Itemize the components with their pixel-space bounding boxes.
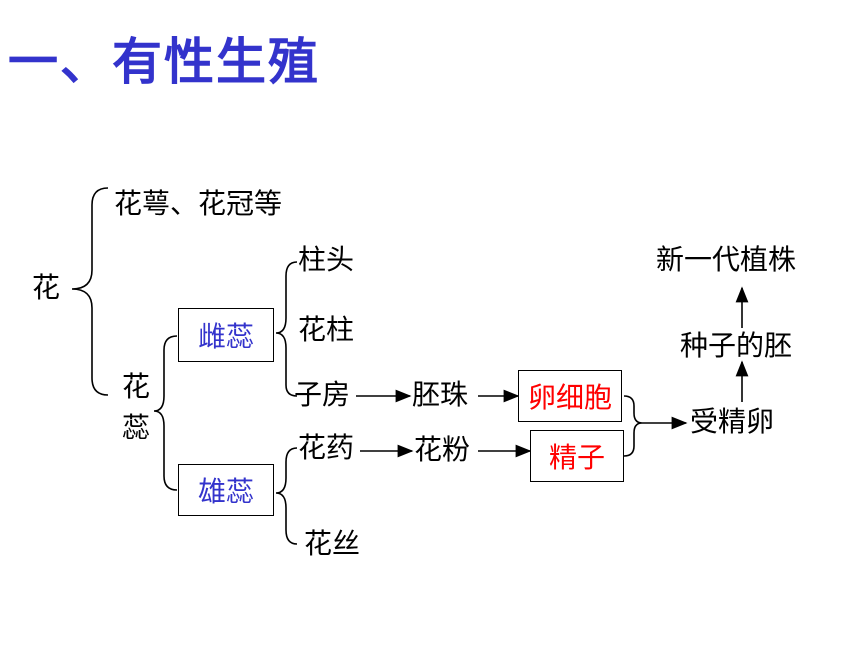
node-stamen: 雄蕊 [178, 464, 274, 516]
node-stamen-pistil-char1: 花 [122, 370, 151, 403]
node-stigma: 柱头 [298, 243, 355, 276]
node-ovule: 胚珠 [412, 378, 469, 411]
node-ovary: 子房 [294, 378, 351, 411]
node-flower: 花 [32, 271, 61, 304]
node-pollen: 花粉 [414, 433, 471, 466]
brace-flower [71, 187, 109, 396]
brace-stamen-pistil [153, 335, 178, 491]
node-style: 花柱 [298, 313, 355, 346]
node-new-plant: 新一代植株 [656, 243, 797, 276]
node-stamen-pistil-char2: 蕊 [122, 411, 151, 444]
brace-stamen [275, 447, 298, 545]
brace-gametes [623, 395, 643, 457]
brace-pistil [275, 261, 298, 397]
node-sepal-petal: 花萼、花冠等 [114, 187, 283, 220]
node-egg-cell: 卵细胞 [518, 370, 622, 422]
node-seed-embryo: 种子的胚 [680, 329, 793, 362]
node-pistil: 雌蕊 [178, 308, 274, 362]
node-anther: 花药 [298, 431, 355, 464]
node-filament: 花丝 [304, 527, 361, 560]
node-fertilized-egg: 受精卵 [690, 405, 775, 438]
page-title: 一、有性生殖 [8, 33, 320, 91]
node-sperm: 精子 [530, 430, 624, 482]
